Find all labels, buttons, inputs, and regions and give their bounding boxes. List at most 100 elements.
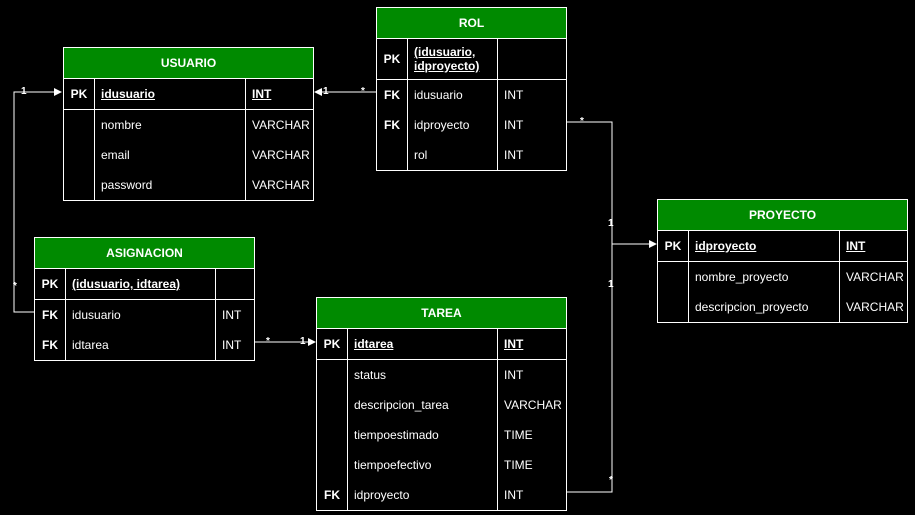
field-name: idproyecto [695, 239, 757, 253]
field-type: INT [252, 87, 272, 101]
entity-title: ASIGNACION [35, 238, 254, 269]
cardinality-proyecto-one-rol: 1 [608, 218, 614, 229]
field-name: descripcion_proyecto [695, 300, 809, 314]
table-row[interactable]: PK idproyecto INT [658, 231, 907, 262]
field-name: nombre [101, 118, 142, 132]
table-row[interactable]: FK idtarea INT [35, 330, 254, 360]
pk-label: PK [664, 239, 682, 253]
table-row[interactable]: PK (idusuario, idtarea) [35, 269, 254, 300]
table-row[interactable]: status INT [317, 360, 566, 390]
table-row[interactable]: rol INT [377, 140, 566, 170]
cardinality-rol-many: * [361, 86, 365, 97]
table-row[interactable]: tiempoefectivo TIME [317, 450, 566, 480]
field-type: TIME [504, 458, 533, 472]
key-label [64, 170, 94, 200]
table-row[interactable]: descripcion_proyecto VARCHAR [658, 292, 907, 322]
entity-title: PROYECTO [658, 200, 907, 231]
key-label [64, 140, 94, 170]
field-type: INT [504, 337, 524, 351]
cardinality-asignacion-tarea-many: * [266, 336, 270, 347]
field-name: idusuario [101, 87, 156, 101]
field-name: idtarea [72, 338, 109, 352]
table-row[interactable]: PK idusuario INT [64, 79, 313, 110]
pk-label: PK [383, 52, 401, 66]
cardinality-asignacion-many: * [13, 281, 17, 292]
entity-body: PK idusuario INT nombre VARCHAR email VA… [64, 79, 313, 200]
table-row[interactable]: tiempoestimado TIME [317, 420, 566, 450]
field-type: VARCHAR [252, 118, 310, 132]
cardinality-tarea-proyecto-many: * [609, 475, 613, 486]
field-name: tiempoefectivo [354, 458, 432, 472]
key-label [317, 450, 347, 480]
field-name: descripcion_tarea [354, 398, 449, 412]
pk-label: PK [323, 337, 341, 351]
table-row[interactable]: PK (idusuario, idproyecto) [377, 39, 566, 80]
field-type: VARCHAR [504, 398, 562, 412]
cardinality-proyecto-one-tarea: 1 [608, 279, 614, 290]
key-label [658, 292, 688, 322]
field-name: status [354, 368, 387, 382]
field-name: nombre_proyecto [695, 270, 789, 284]
key-label [64, 110, 94, 140]
field-type: VARCHAR [252, 148, 310, 162]
key-label [658, 262, 688, 292]
table-row[interactable]: FK idusuario INT [377, 80, 566, 110]
field-type: INT [504, 368, 524, 382]
table-row[interactable]: nombre_proyecto VARCHAR [658, 262, 907, 292]
entity-tarea[interactable]: TAREA PK idtarea INT status INT descripc… [316, 297, 567, 511]
field-type: INT [222, 338, 242, 352]
table-row[interactable]: descripcion_tarea VARCHAR [317, 390, 566, 420]
field-name: (idusuario, idproyecto) [414, 45, 480, 73]
key-label [317, 390, 347, 420]
pk-label: PK [41, 277, 59, 291]
entity-body: PK (idusuario, idproyecto) FK idusuario … [377, 39, 566, 170]
field-type: VARCHAR [846, 300, 904, 314]
entity-usuario[interactable]: USUARIO PK idusuario INT nombre VARCHAR … [63, 47, 314, 201]
field-name: idtarea [354, 337, 394, 351]
entity-asignacion[interactable]: ASIGNACION PK (idusuario, idtarea) FK id… [34, 237, 255, 361]
table-row[interactable]: email VARCHAR [64, 140, 313, 170]
field-name: email [101, 148, 130, 162]
entity-body: PK idproyecto INT nombre_proyecto VARCHA… [658, 231, 907, 322]
field-name: (idusuario, idtarea) [72, 277, 181, 291]
table-row[interactable]: nombre VARCHAR [64, 110, 313, 140]
field-name: idusuario [414, 88, 463, 102]
cardinality-tarea-one: 1 [300, 336, 306, 347]
field-name: password [101, 178, 153, 192]
pk-label: PK [70, 87, 88, 101]
field-name: tiempoestimado [354, 428, 439, 442]
cardinality-usuario-one-asignacion: 1 [21, 86, 27, 97]
fk-label: FK [384, 118, 400, 132]
fk-label: FK [42, 338, 58, 352]
cardinality-rol-proyecto-many: * [580, 116, 584, 127]
entity-body: PK idtarea INT status INT descripcion_ta… [317, 329, 566, 510]
field-type: VARCHAR [846, 270, 904, 284]
entity-rol[interactable]: ROL PK (idusuario, idproyecto) FK idusua… [376, 7, 567, 171]
entity-body: PK (idusuario, idtarea) FK idusuario INT… [35, 269, 254, 360]
connector-tarea-proyecto [567, 244, 613, 493]
fk-label: FK [42, 308, 58, 322]
entity-title: TAREA [317, 298, 566, 329]
field-name: idusuario [72, 308, 121, 322]
entity-title: USUARIO [64, 48, 313, 79]
entity-proyecto[interactable]: PROYECTO PK idproyecto INT nombre_proyec… [657, 199, 908, 323]
key-label [317, 360, 347, 390]
entity-title: ROL [377, 8, 566, 39]
field-type: VARCHAR [252, 178, 310, 192]
key-label [377, 140, 407, 170]
table-row[interactable]: password VARCHAR [64, 170, 313, 200]
field-name: rol [414, 148, 428, 162]
field-type: INT [504, 118, 524, 132]
table-row[interactable]: FK idusuario INT [35, 300, 254, 330]
fk-label: FK [384, 88, 400, 102]
field-type: INT [504, 488, 524, 502]
table-row[interactable]: PK idtarea INT [317, 329, 566, 360]
field-type [497, 39, 568, 79]
field-type: TIME [504, 428, 533, 442]
table-row[interactable]: FK idproyecto INT [317, 480, 566, 510]
field-name: idproyecto [414, 118, 470, 132]
fk-label: FK [324, 488, 340, 502]
field-type: INT [846, 239, 866, 253]
table-row[interactable]: FK idproyecto INT [377, 110, 566, 140]
field-name: idproyecto [354, 488, 410, 502]
